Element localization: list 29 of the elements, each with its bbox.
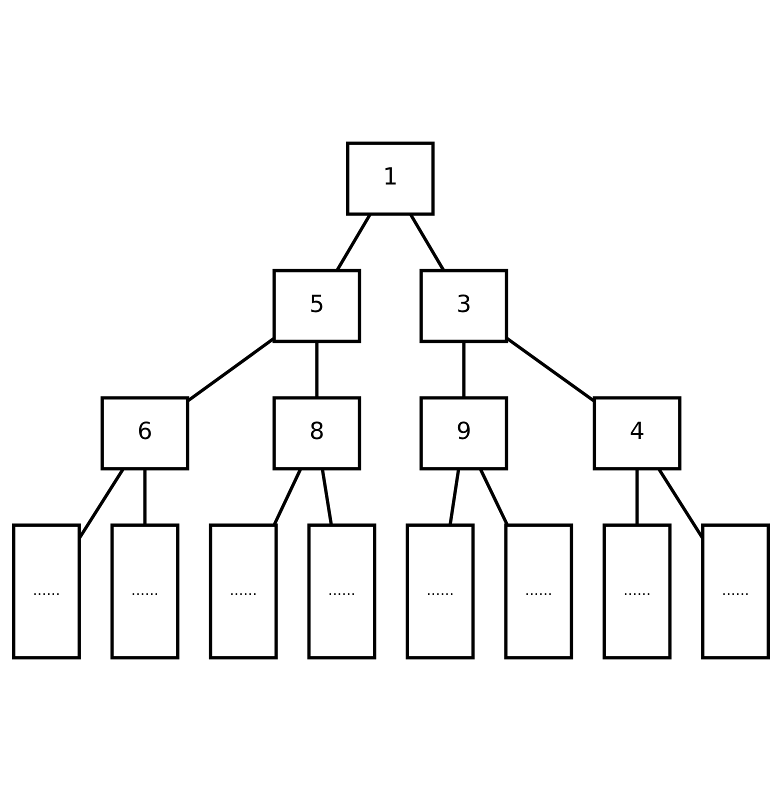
node-box: ...... [504,523,574,659]
node-box: 5 [272,268,362,343]
node-box: 1 [346,141,435,216]
node-box: 4 [592,396,682,470]
node-box: ...... [701,523,770,659]
node-box: ...... [110,523,180,659]
node-box: 6 [100,396,190,470]
node-box: ...... [406,523,475,659]
connector [409,213,446,271]
node-box: 3 [420,268,508,343]
connector [272,468,302,525]
node-box: 9 [420,396,508,470]
node-box: 8 [272,396,362,470]
connector [635,468,639,524]
connector [143,468,147,524]
connector [186,336,275,402]
connector [78,467,125,538]
node-box: ...... [602,523,672,659]
connector [448,468,460,525]
connector [462,341,466,398]
node-box: ...... [12,523,81,659]
connector [506,336,596,402]
connector [657,467,704,538]
connector [320,468,333,525]
node-box: ...... [307,523,376,659]
connector [478,468,509,525]
connector [336,213,372,271]
node-box: ...... [208,523,278,659]
connector [315,341,318,398]
